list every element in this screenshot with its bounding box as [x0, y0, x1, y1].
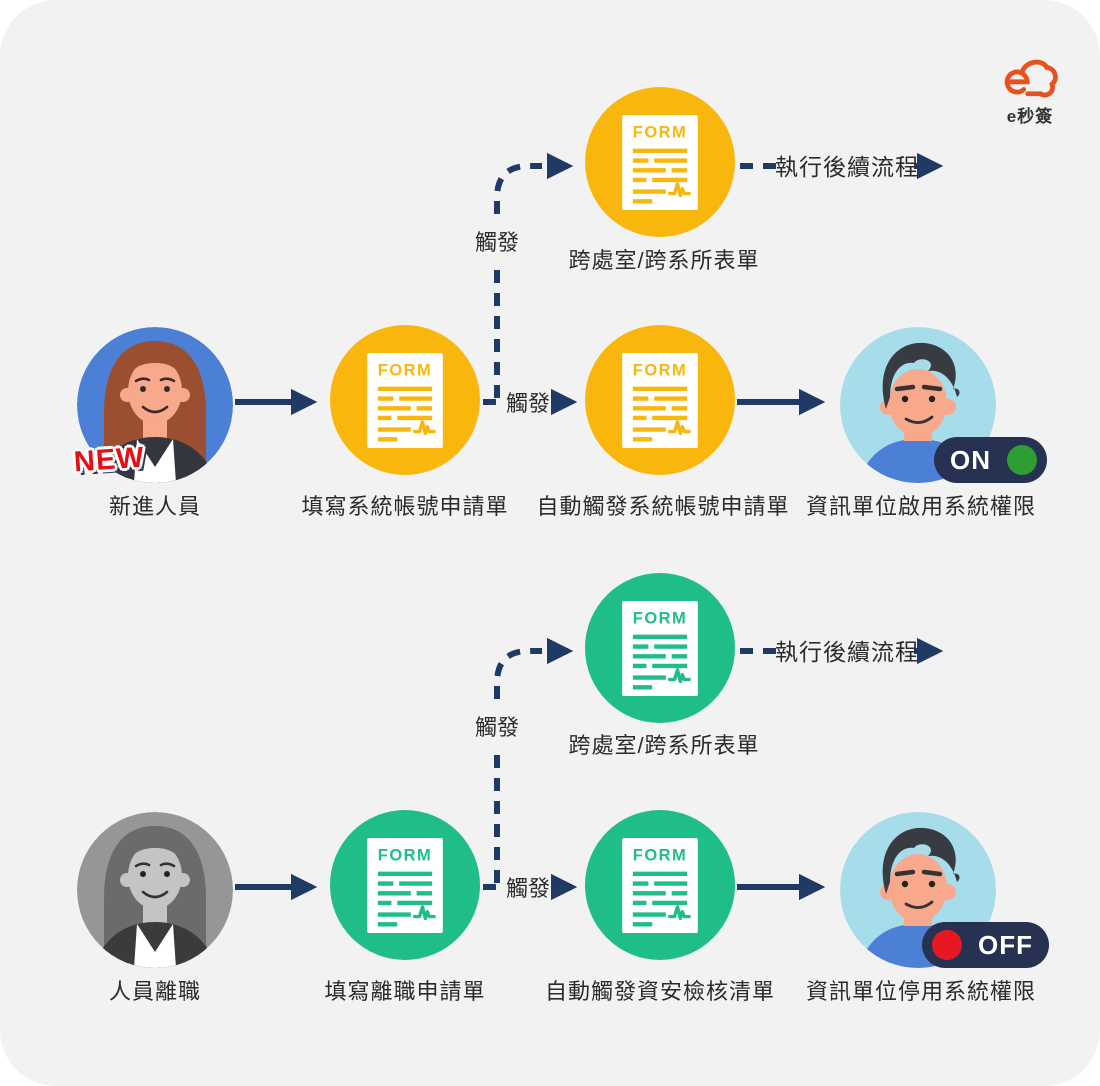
- label-onb-followup: 執行後續流程: [775, 154, 919, 180]
- node-off-step1: FORM: [330, 810, 480, 960]
- node-onb-branch-form: FORM: [585, 87, 735, 237]
- label-off-trigger-main: 觸發: [505, 876, 551, 901]
- form-document-icon: FORM: [622, 837, 698, 933]
- new-badge: NEW: [72, 441, 146, 479]
- form-document-icon: FORM: [622, 114, 698, 210]
- dash-onb-branch-up: [494, 163, 542, 398]
- label-onb-trigger-main: 觸發: [505, 391, 551, 416]
- toggle-on-indicator: [1007, 445, 1037, 475]
- label-off-step1: 填寫離職申請單: [324, 979, 486, 1004]
- brand-logo: e秒簽: [990, 56, 1070, 127]
- toggle-off-label: OFF: [978, 929, 1033, 960]
- node-onb-step1: FORM: [330, 325, 480, 475]
- label-off-trigger-branch: 觸發: [471, 706, 523, 746]
- svg-text:FORM: FORM: [633, 361, 687, 379]
- svg-text:FORM: FORM: [633, 123, 687, 141]
- label-off-branch: 跨處室/跨系所表單: [568, 733, 760, 758]
- label-onb-trigger-branch: 觸發: [471, 221, 523, 261]
- avatar-new-employee: [77, 327, 233, 483]
- toggle-on-label: ON: [950, 444, 991, 475]
- node-onb-step2: FORM: [585, 325, 735, 475]
- svg-text:FORM: FORM: [633, 846, 687, 864]
- form-document-icon: FORM: [622, 352, 698, 448]
- svg-text:FORM: FORM: [633, 609, 687, 627]
- form-document-icon: FORM: [367, 837, 443, 933]
- brand-name: e秒簽: [1006, 107, 1054, 126]
- label-onb-result: 資訊單位啟用系統權限: [805, 494, 1037, 519]
- label-onb-step1: 填寫系統帳號申請單: [301, 494, 509, 519]
- label-onb-branch: 跨處室/跨系所表單: [568, 248, 760, 273]
- toggle-on[interactable]: ON: [934, 437, 1047, 483]
- label-off-result: 資訊單位停用系統權限: [805, 979, 1037, 1004]
- dash-off-branch-up: [494, 648, 542, 883]
- label-leaving-employee: 人員離職: [108, 979, 202, 1004]
- svg-text:FORM: FORM: [378, 361, 432, 379]
- label-new-employee: 新進人員: [108, 494, 202, 519]
- node-off-branch-form: FORM: [585, 573, 735, 723]
- label-off-followup: 執行後續流程: [775, 639, 919, 665]
- form-document-icon: FORM: [622, 600, 698, 696]
- avatar-leaving-employee: [77, 812, 233, 968]
- cloud-e-icon: [1004, 59, 1058, 98]
- node-off-step2: FORM: [585, 810, 735, 960]
- label-off-step2: 自動觸發資安檢核清單: [544, 979, 776, 1004]
- toggle-off[interactable]: OFF: [922, 922, 1049, 968]
- svg-text:FORM: FORM: [378, 846, 432, 864]
- form-document-icon: FORM: [367, 352, 443, 448]
- label-onb-step2: 自動觸發系統帳號申請單: [536, 494, 790, 519]
- toggle-off-indicator: [932, 930, 962, 960]
